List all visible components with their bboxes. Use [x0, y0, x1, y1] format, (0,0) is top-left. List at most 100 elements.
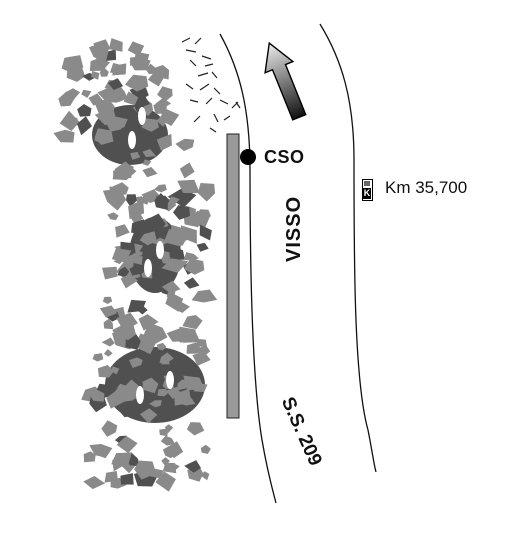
vegetation-leaf: [111, 248, 132, 263]
km-marker-letter: K: [363, 188, 371, 199]
vegetation-leaf: [94, 108, 118, 126]
vegetation-leaf: [174, 388, 191, 406]
vegetation-gap: [166, 371, 174, 389]
vegetation-leaf: [177, 379, 190, 391]
site-point-icon: [240, 149, 256, 165]
vegetation-leaf: [175, 138, 195, 152]
vegetation-leaf: [183, 252, 199, 261]
vegetation-leaf: [183, 375, 205, 390]
vegetation-leaf: [150, 468, 164, 479]
vegetation-leaf: [94, 448, 104, 457]
vegetation-leaf: [186, 422, 205, 436]
vegetation-leaf: [103, 318, 114, 330]
vegetation-leaf: [99, 305, 117, 318]
vegetation-leaf: [179, 162, 195, 179]
vegetation-leaf: [161, 258, 189, 273]
vegetation-gap: [156, 241, 164, 259]
vegetation-leaf: [139, 408, 158, 424]
vegetation-leaf: [142, 149, 157, 157]
vegetation-leaf: [142, 377, 159, 394]
vegetation-leaf: [101, 337, 115, 347]
vegetation-leaf: [77, 104, 92, 117]
vegetation-leaf: [200, 471, 210, 481]
vegetation-leaf: [199, 224, 212, 241]
vegetation-gap: [136, 386, 144, 404]
vegetation-leaf: [161, 457, 170, 467]
vegetation-leaf: [159, 428, 169, 437]
vegetation-leaf: [138, 314, 159, 331]
vegetation-leaf: [144, 213, 166, 232]
vegetation-leaf: [169, 196, 180, 205]
vegetation-leaf: [88, 93, 104, 106]
vegetation-leaf: [83, 451, 96, 463]
vegetation-leaf: [131, 219, 149, 235]
vegetation-gap: [144, 259, 152, 277]
vegetation-leaf: [116, 312, 138, 332]
vegetation-leaf: [89, 58, 111, 71]
vegetation-leaf: [154, 193, 168, 210]
vegetation-leaf: [139, 243, 154, 255]
vegetation-leaf: [142, 159, 152, 166]
vegetation-leaf: [156, 115, 168, 127]
vegetation-leaf: [166, 246, 185, 260]
vegetation-leaf: [153, 103, 168, 114]
vegetation-leaf: [161, 280, 181, 294]
vegetation-leaf: [93, 133, 109, 145]
vegetation-leaf: [133, 262, 147, 275]
vegetation-leaf: [103, 349, 113, 357]
vegetation-leaf: [120, 473, 134, 485]
vegetation-leaf: [117, 266, 130, 277]
vegetation-leaf: [177, 179, 200, 194]
vegetation-leaf: [102, 266, 118, 280]
vegetation-leaf: [68, 117, 79, 128]
road-edge-left: [219, 33, 277, 504]
vegetation-leaf: [110, 62, 125, 74]
vegetation-leaf: [81, 89, 92, 98]
vegetation-leaf: [112, 161, 137, 181]
vegetation-leaf: [102, 188, 127, 211]
vegetation-leaf: [149, 400, 162, 408]
road-edge-right: [319, 23, 377, 473]
vegetation-leaf: [116, 403, 140, 418]
vegetation-leaf: [180, 225, 197, 244]
vegetation-leaf: [179, 326, 197, 343]
vegetation-leaf: [196, 242, 209, 252]
km-label: Km 35,700: [385, 178, 468, 197]
vegetation-leaf: [104, 471, 118, 483]
vegetation-leaf: [142, 167, 158, 178]
vegetation-leaf: [152, 73, 162, 83]
vegetation-leaf: [128, 199, 145, 220]
vegetation-leaf: [106, 390, 125, 409]
vegetation-leaf: [107, 212, 119, 221]
vegetation-leaf: [115, 224, 130, 238]
vegetation-leaf: [192, 351, 211, 366]
vegetation-leaf: [111, 452, 132, 467]
vegetation-leaf: [197, 183, 216, 202]
vegetation-area: [53, 38, 218, 492]
town-label: VISSO: [283, 195, 305, 262]
vegetation-leaf: [137, 304, 148, 315]
vegetation-leaf: [141, 118, 159, 132]
vegetation-leaf: [126, 194, 137, 207]
vegetation-leaf: [61, 55, 84, 74]
vegetation-leaf: [102, 296, 113, 304]
vegetation-leaf: [159, 357, 170, 365]
vegetation-leaf: [157, 86, 173, 102]
vegetation-leaf: [108, 38, 123, 52]
vegetation-leaf: [111, 366, 120, 375]
vegetation-leaf: [92, 353, 104, 362]
vegetation-leaf: [121, 126, 130, 134]
vegetation-gap: [128, 131, 136, 149]
vegetation-leaf: [120, 274, 139, 289]
vegetation-leaf: [145, 63, 157, 75]
vegetation-leaf: [83, 476, 106, 490]
vegetation-leaf: [133, 51, 150, 65]
vegetation-leaf: [65, 88, 81, 100]
scrub-marks: [181, 37, 241, 133]
vegetation-leaf: [125, 74, 149, 92]
north-arrow-icon: [264, 41, 307, 121]
vegetation-leaf: [88, 389, 105, 402]
vegetation-leaf: [134, 460, 157, 480]
km-marker-icon: K: [362, 179, 373, 201]
